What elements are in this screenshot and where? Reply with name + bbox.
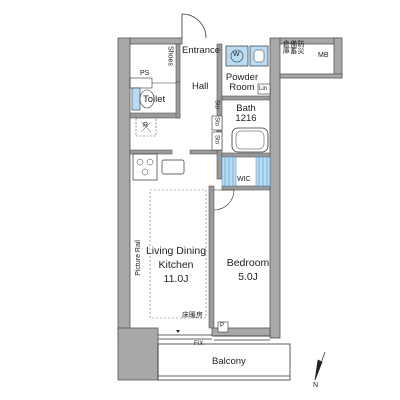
label-storage-3: Sto bbox=[213, 100, 220, 110]
label-washer: W bbox=[233, 51, 240, 58]
label-entrance: Entrance bbox=[182, 45, 221, 56]
storage-cabinets bbox=[211, 115, 223, 151]
label-storage-1: Sto bbox=[213, 117, 220, 127]
compass bbox=[314, 351, 326, 381]
label-ps: PS bbox=[140, 70, 150, 77]
wic-shelves bbox=[221, 156, 271, 187]
label-r: R bbox=[143, 122, 149, 129]
toilet-fixture bbox=[131, 87, 155, 111]
stove-burners bbox=[136, 158, 154, 176]
vent-box bbox=[135, 117, 157, 137]
label-fire-storage: 防災 備蓄 倉庫 bbox=[282, 40, 305, 54]
label-bath: Bath 1216 bbox=[235, 103, 257, 124]
balcony-window bbox=[158, 334, 270, 341]
label-floor-heating: 床暖房 bbox=[182, 312, 203, 319]
interior-walls bbox=[129, 43, 271, 329]
label-mb: MB bbox=[318, 52, 329, 59]
label-bedroom: Bedroom 5.0J bbox=[226, 257, 270, 284]
label-balcony: Balcony bbox=[212, 356, 246, 367]
label-picture-rail: Picture Rail bbox=[135, 240, 142, 276]
label-wic: WIC bbox=[237, 176, 251, 183]
label-linen: Lin bbox=[259, 86, 268, 92]
label-ldk: Living Dining Kitchen 11.0J bbox=[145, 245, 207, 286]
label-shoes: Shoes bbox=[166, 46, 174, 66]
marker-triangle bbox=[176, 330, 180, 333]
washer bbox=[225, 45, 249, 67]
label-hall: Hall bbox=[192, 81, 209, 92]
label-storage-2: Sto bbox=[213, 135, 220, 145]
p-box bbox=[217, 321, 229, 333]
label-p: P bbox=[220, 323, 225, 329]
label-fix: FIX bbox=[194, 341, 204, 347]
powder-basin bbox=[249, 45, 269, 67]
label-compass-n: N bbox=[313, 382, 319, 389]
bedroom-door bbox=[213, 189, 235, 211]
ps-shaft bbox=[129, 77, 176, 89]
label-powder-room: Powder Room bbox=[225, 72, 259, 93]
vent-cross bbox=[140, 121, 152, 133]
entrance-door bbox=[181, 13, 207, 39]
exterior-walls bbox=[117, 37, 343, 381]
bathtub bbox=[231, 127, 269, 153]
floor-heating-area bbox=[149, 189, 207, 319]
kitchen-counter bbox=[132, 153, 185, 181]
balcony-railing bbox=[157, 343, 291, 381]
linen-box bbox=[257, 83, 271, 95]
label-toilet: Toilet bbox=[143, 94, 166, 105]
